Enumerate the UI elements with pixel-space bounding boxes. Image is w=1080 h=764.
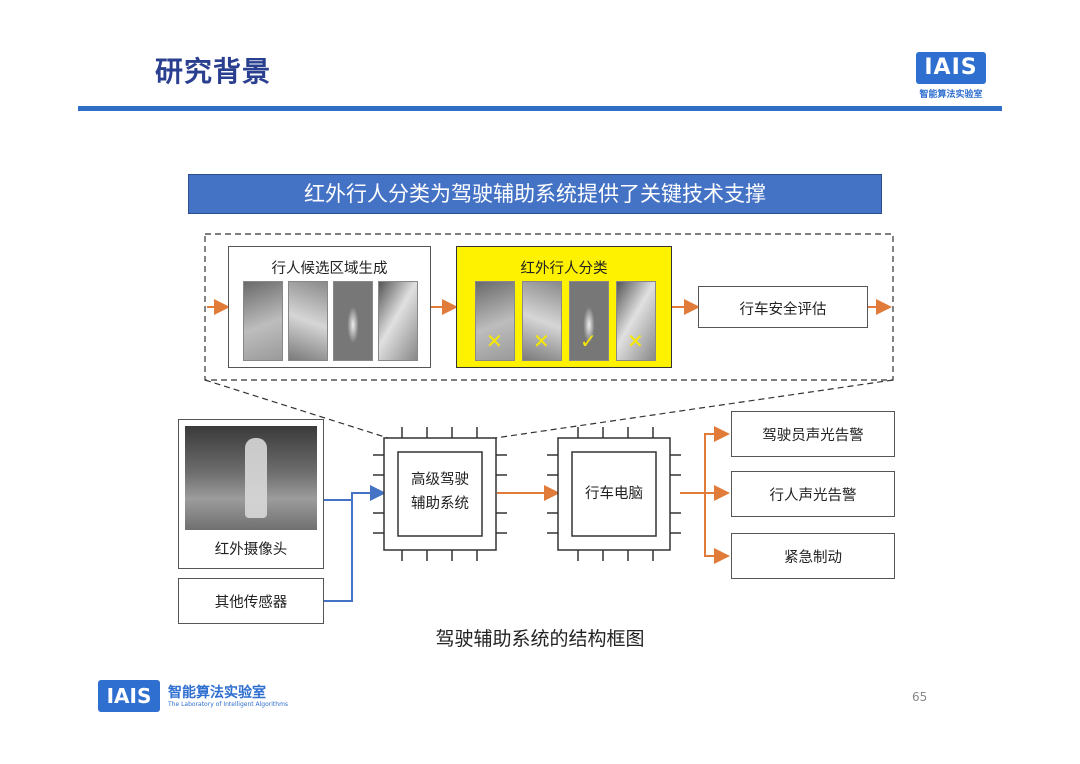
reject-mark-icon: ✕ — [533, 329, 550, 353]
output-label: 行人声光告警 — [769, 488, 857, 504]
footer-logo: IAIS 智能算法实验室 The Laboratory of Intellige… — [98, 680, 298, 714]
adas-label-line2: 辅助系统 — [411, 496, 469, 512]
adas-chip-core — [397, 451, 483, 537]
accept-mark-icon: ✓ — [580, 329, 597, 353]
output-label: 紧急制动 — [784, 550, 842, 566]
pipeline-dashed-frame — [204, 233, 894, 381]
classify-thumb-2 — [522, 281, 562, 361]
footer-logo-mark: IAIS — [98, 680, 160, 712]
classify-thumb-1 — [475, 281, 515, 361]
classify-thumb-3 — [569, 281, 609, 361]
output-emergency-brake: 紧急制动 — [731, 533, 895, 579]
banner: 红外行人分类为驾驶辅助系统提供了关键技术支撑 — [188, 174, 882, 214]
stage3-label: 行车安全评估 — [739, 302, 827, 318]
candidate-thumb-2 — [288, 281, 328, 361]
page-number: 65 — [912, 690, 928, 704]
camera-pedestrian — [245, 438, 267, 518]
header-logo-mark: IAIS — [916, 52, 986, 84]
candidate-thumb-4 — [378, 281, 418, 361]
page-title: 研究背景 — [155, 55, 272, 88]
infrared-camera-box: 红外摄像头 — [178, 419, 324, 569]
other-sensors-box: 其他传感器 — [178, 578, 324, 624]
computer-chip-pins — [547, 427, 681, 561]
footer-lab-name: 智能算法实验室 — [168, 685, 266, 701]
sensor-label: 其他传感器 — [214, 595, 288, 611]
classify-thumb-4 — [616, 281, 656, 361]
camera-label: 红外摄像头 — [214, 542, 288, 558]
reject-mark-icon: ✕ — [627, 329, 644, 353]
output-pedestrian-alert: 行人声光告警 — [731, 471, 895, 517]
arrow-computer-output-2 — [704, 493, 730, 564]
stage-safety-evaluation: 行车安全评估 — [698, 286, 868, 328]
stage-candidate-generation: 行人候选区域生成 — [228, 246, 431, 368]
figure-caption: 驾驶辅助系统的结构框图 — [435, 628, 645, 650]
adas-chip-pins — [373, 427, 507, 561]
zoom-line-left — [204, 379, 389, 439]
output-label: 驾驶员声光告警 — [762, 428, 864, 444]
adas-label: 高级驾驶 辅助系统 — [398, 468, 482, 516]
stage1-label: 行人候选区域生成 — [271, 261, 388, 277]
header-logo: IAIS 智能算法实验室 — [916, 52, 986, 102]
footer-lab-name-en: The Laboratory of Intelligent Algorithms — [168, 701, 289, 708]
header-logo-subtext: 智能算法实验室 — [919, 90, 983, 100]
computer-chip-core — [571, 451, 657, 537]
zoom-line-right — [494, 379, 894, 439]
candidate-thumb-1 — [243, 281, 283, 361]
title-divider — [78, 106, 1002, 111]
reject-mark-icon: ✕ — [486, 329, 503, 353]
candidate-thumb-3 — [333, 281, 373, 361]
computer-label: 行车电脑 — [585, 486, 643, 502]
arrow-sensor-adas — [323, 500, 353, 602]
stage-infrared-classification: 红外行人分类 ✕ ✕ ✓ ✕ — [456, 246, 672, 368]
output-driver-alert: 驾驶员声光告警 — [731, 411, 895, 457]
stage2-label: 红外行人分类 — [520, 261, 608, 277]
arrow-camera-adas — [320, 485, 386, 501]
arrow-computer-output-0 — [680, 426, 730, 494]
adas-label-line1: 高级驾驶 — [411, 472, 469, 488]
